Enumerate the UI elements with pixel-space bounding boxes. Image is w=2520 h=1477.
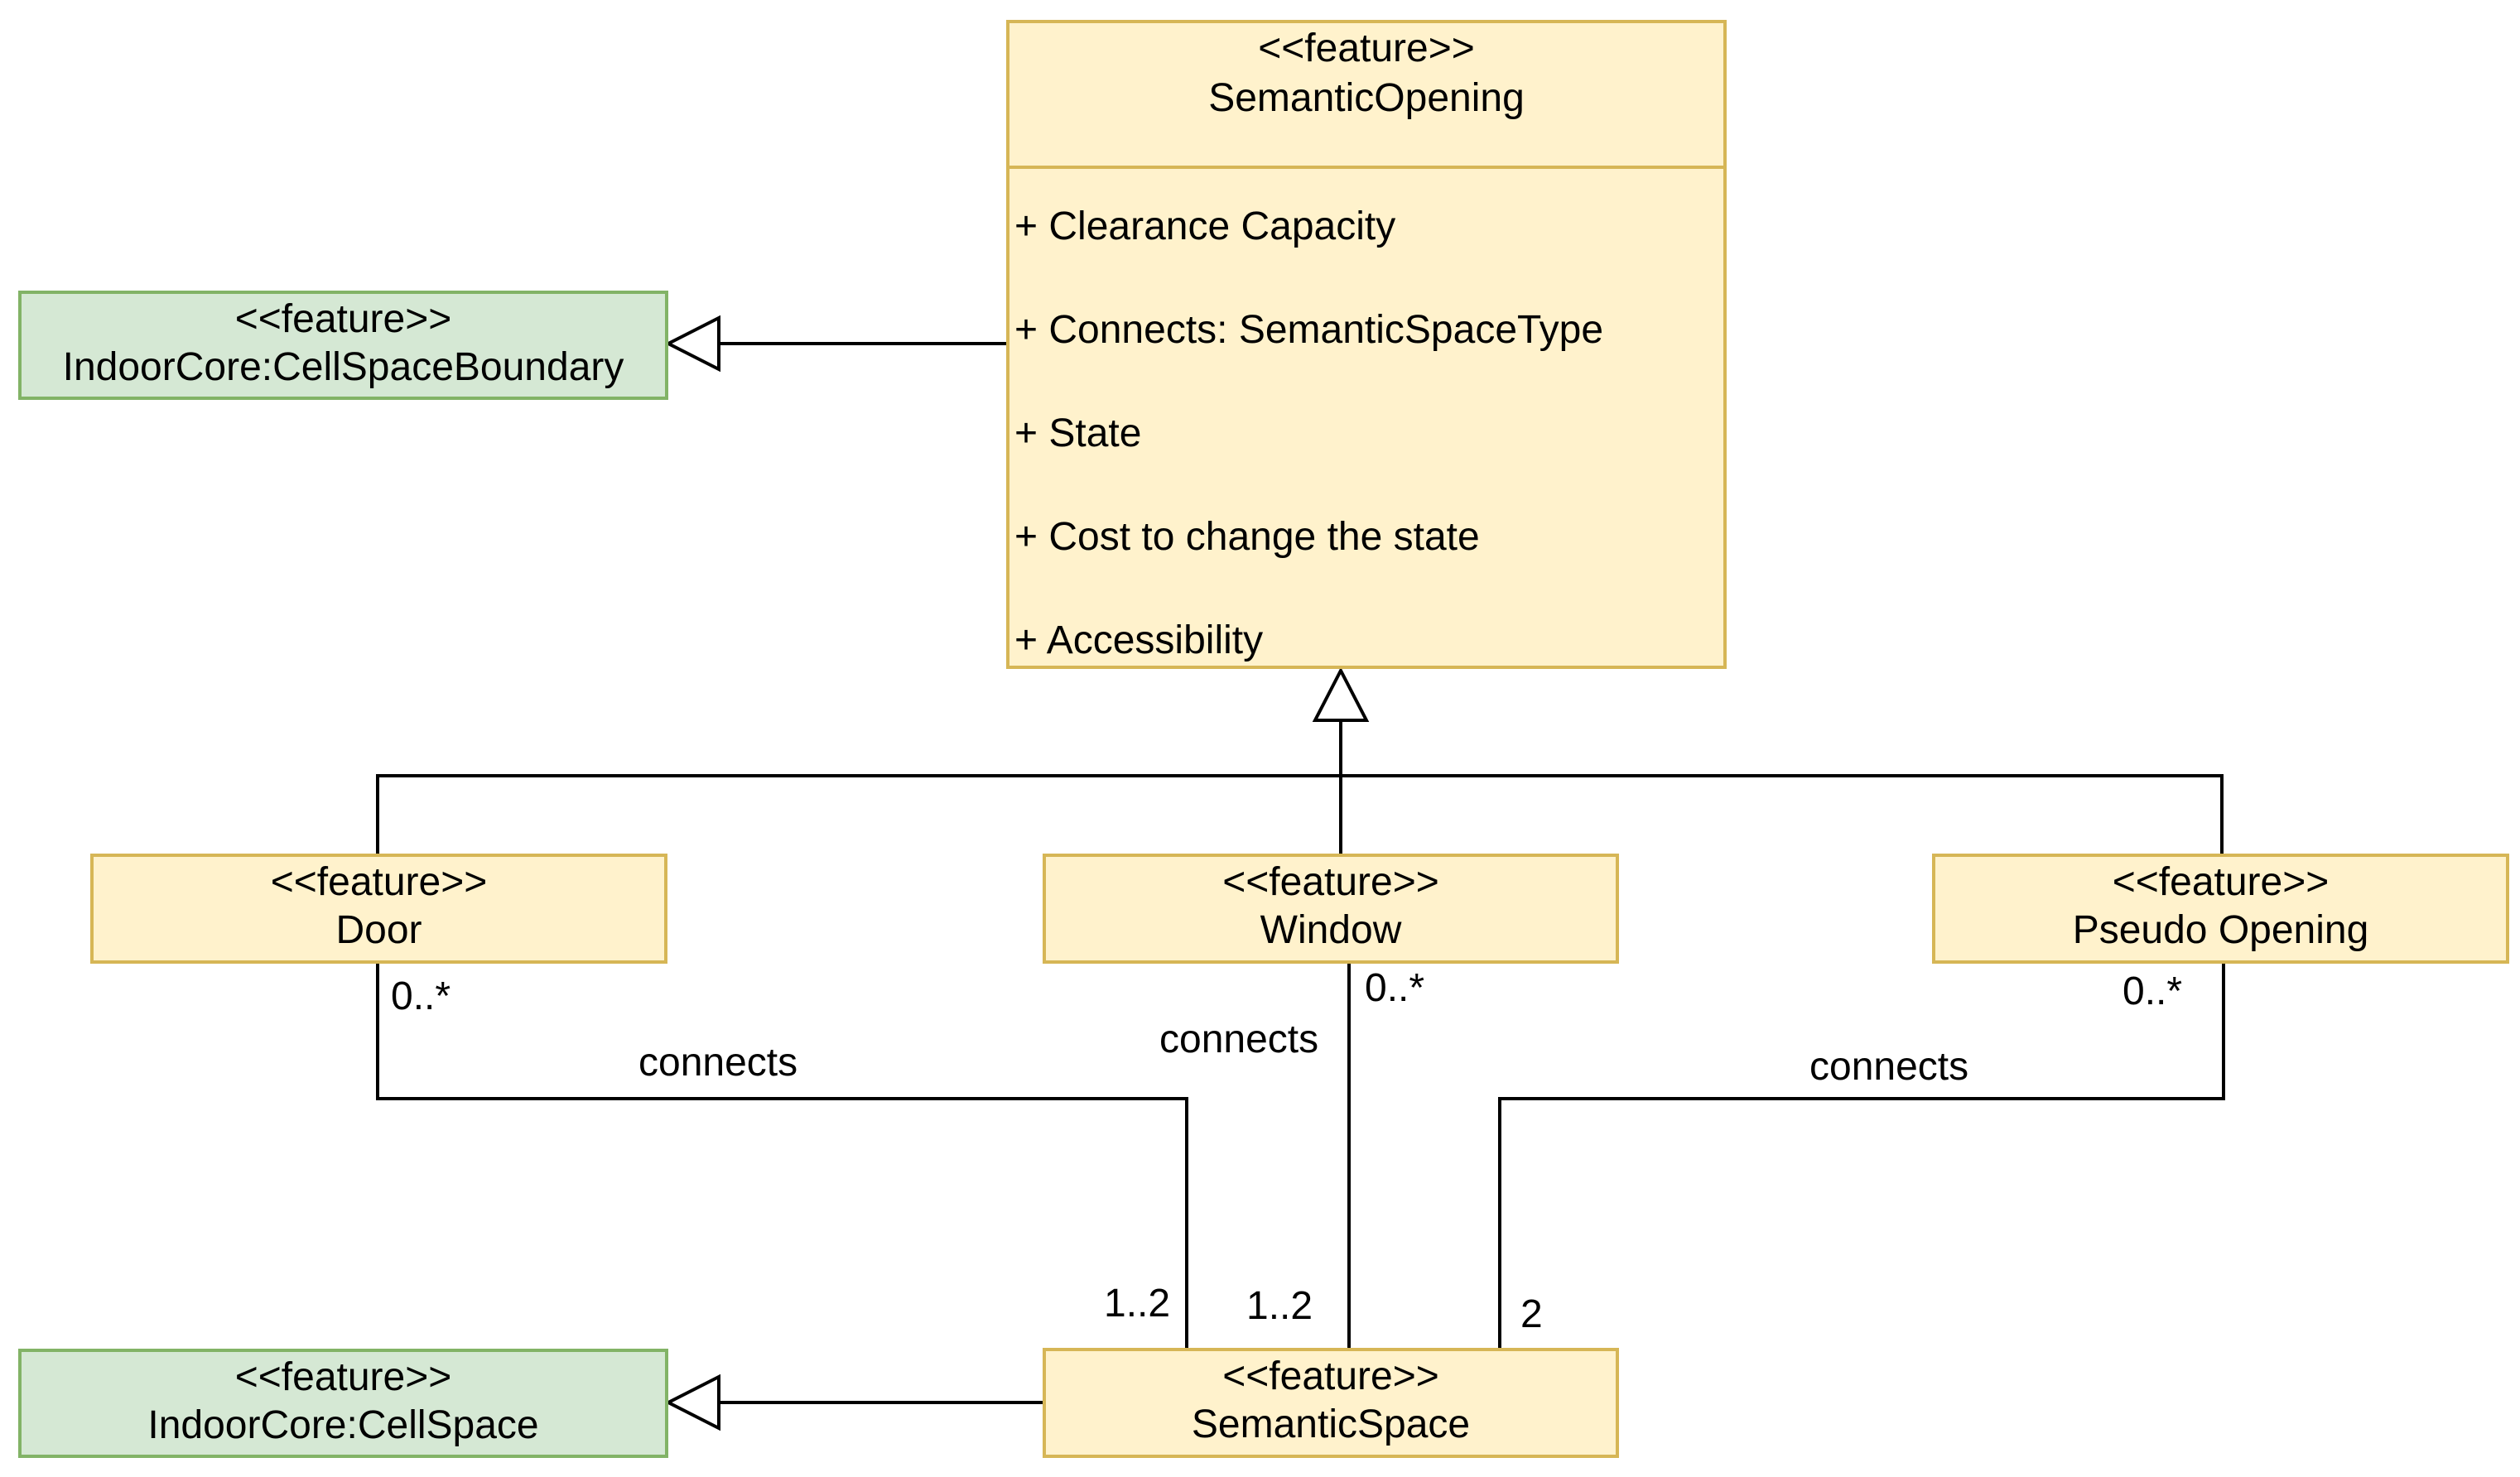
door-target-multiplicity: 1..2 bbox=[1104, 1282, 1171, 1325]
association-line-pseudo-opening bbox=[1498, 964, 2225, 1348]
generalization-line-pseudo-opening bbox=[1341, 774, 2224, 854]
door-association-label: connects bbox=[638, 1041, 798, 1085]
window-target-multiplicity: 1..2 bbox=[1246, 1284, 1313, 1328]
generalization-arrowhead-cellspace bbox=[664, 1374, 720, 1431]
attribute-clearance-capacity: + Clearance Capacity bbox=[1014, 204, 1396, 248]
generalization-arrowhead-cellspaceboundary bbox=[664, 315, 720, 373]
door-name: Door bbox=[335, 908, 422, 952]
door-stereotype: <<feature>> bbox=[270, 860, 488, 904]
pseudo-opening-target-multiplicity: 2 bbox=[1520, 1292, 1543, 1336]
pseudo-opening-source-multiplicity: 0..* bbox=[2122, 969, 2183, 1013]
semantic-opening-name: SemanticOpening bbox=[1208, 76, 1525, 120]
pseudo-opening-association-label: connects bbox=[1809, 1045, 1969, 1089]
pseudo-opening-name: Pseudo Opening bbox=[2072, 908, 2369, 952]
class-cell-space-boundary[interactable]: <<feature>> IndoorCore:CellSpaceBoundary bbox=[18, 291, 668, 400]
class-pseudo-opening[interactable]: <<feature>> Pseudo Opening bbox=[1932, 854, 2509, 964]
class-cell-space[interactable]: <<feature>> IndoorCore:CellSpace bbox=[18, 1349, 668, 1458]
semantic-space-name: SemanticSpace bbox=[1191, 1402, 1471, 1446]
generalization-arrowhead-semanticopening bbox=[1312, 666, 1370, 722]
cell-space-name: IndoorCore:CellSpace bbox=[147, 1403, 539, 1447]
class-window[interactable]: <<feature>> Window bbox=[1043, 854, 1619, 964]
cell-space-boundary-stereotype: <<feature>> bbox=[234, 297, 452, 341]
generalization-line-door bbox=[376, 774, 1341, 854]
door-source-multiplicity: 0..* bbox=[391, 974, 451, 1018]
class-door[interactable]: <<feature>> Door bbox=[90, 854, 667, 964]
class-semantic-space[interactable]: <<feature>> SemanticSpace bbox=[1043, 1348, 1619, 1458]
attribute-cost-to-change-state: + Cost to change the state bbox=[1014, 515, 1480, 559]
attribute-connects: + Connects: SemanticSpaceType bbox=[1014, 308, 1604, 352]
cell-space-stereotype: <<feature>> bbox=[234, 1355, 452, 1399]
semantic-space-stereotype: <<feature>> bbox=[1222, 1354, 1439, 1398]
pseudo-opening-stereotype: <<feature>> bbox=[2112, 860, 2330, 904]
attribute-state: + State bbox=[1014, 411, 1142, 455]
class-semantic-opening[interactable]: <<feature>> SemanticOpening + Clearance … bbox=[1006, 20, 1727, 669]
window-association-label: connects bbox=[1159, 1018, 1319, 1061]
association-line-door bbox=[376, 964, 1188, 1348]
window-name: Window bbox=[1260, 908, 1402, 952]
attribute-accessibility: + Accessibility bbox=[1014, 618, 1264, 662]
window-source-multiplicity: 0..* bbox=[1365, 966, 1425, 1010]
cell-space-boundary-name: IndoorCore:CellSpaceBoundary bbox=[62, 345, 624, 389]
semantic-opening-stereotype: <<feature>> bbox=[1258, 26, 1475, 70]
semantic-opening-divider bbox=[1009, 166, 1723, 169]
window-stereotype: <<feature>> bbox=[1222, 860, 1439, 904]
